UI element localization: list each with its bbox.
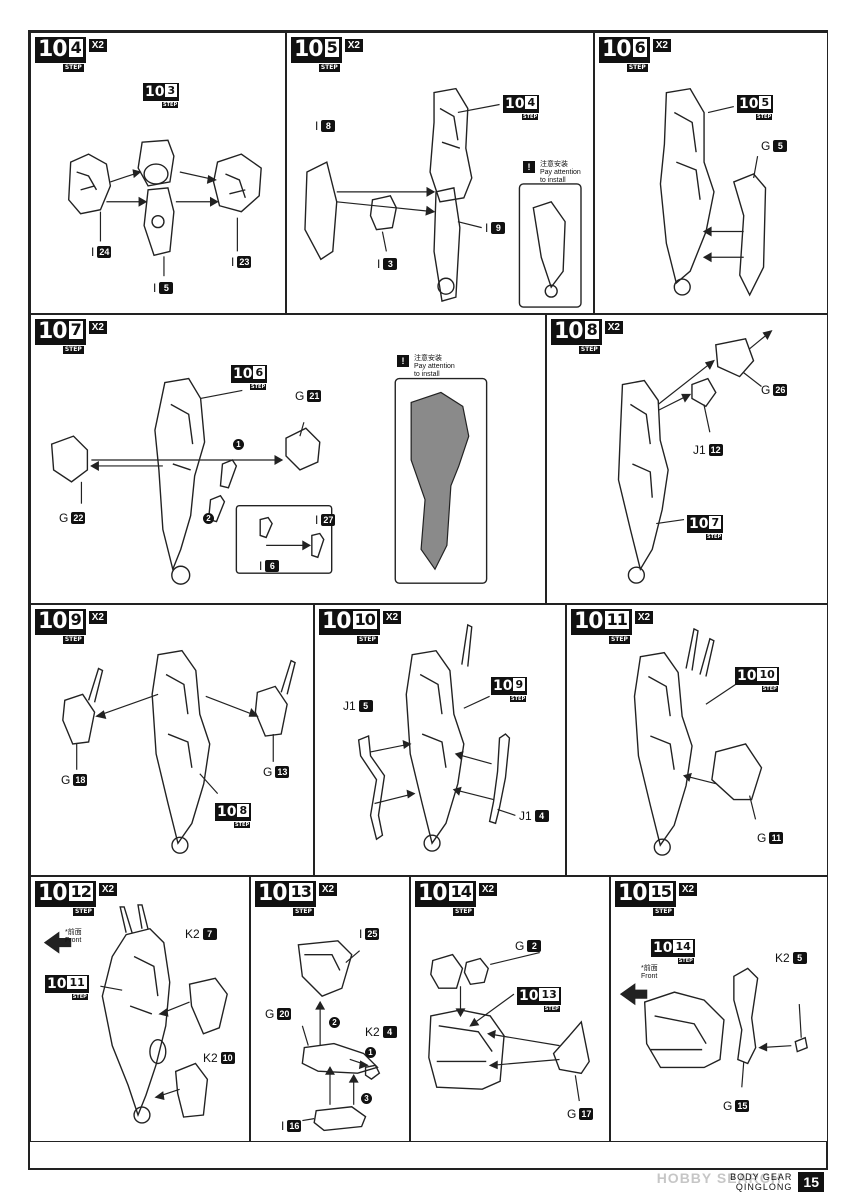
step-10-13-illustration bbox=[297, 940, 381, 1132]
warning-icon: ! bbox=[397, 355, 409, 367]
step-10-5-illustration bbox=[304, 87, 582, 308]
watermark: HOBBY SEARCH bbox=[656, 1170, 782, 1186]
step-10-14-illustration bbox=[428, 951, 590, 1102]
step-10-10-illustration bbox=[357, 623, 516, 852]
step-10-8-illustration bbox=[617, 330, 773, 584]
sequence-number: 3 bbox=[361, 1093, 372, 1104]
step-10-9-illustration bbox=[62, 649, 296, 854]
step-10-15-illustration bbox=[619, 967, 808, 1088]
step-10-4-illustration bbox=[67, 139, 262, 277]
sequence-number: 1 bbox=[365, 1047, 376, 1058]
warning-icon: ! bbox=[523, 161, 535, 173]
step-10-12-illustration bbox=[43, 904, 228, 1124]
page-number: 15 bbox=[798, 1172, 824, 1192]
step-10-11-illustration bbox=[633, 627, 763, 856]
step-10-6-illustration bbox=[659, 87, 767, 297]
sequence-number: 1 bbox=[233, 439, 244, 450]
sequence-number: 2 bbox=[329, 1017, 340, 1028]
step-10-7-illustration bbox=[50, 377, 488, 585]
sequence-number: 2 bbox=[203, 513, 214, 524]
